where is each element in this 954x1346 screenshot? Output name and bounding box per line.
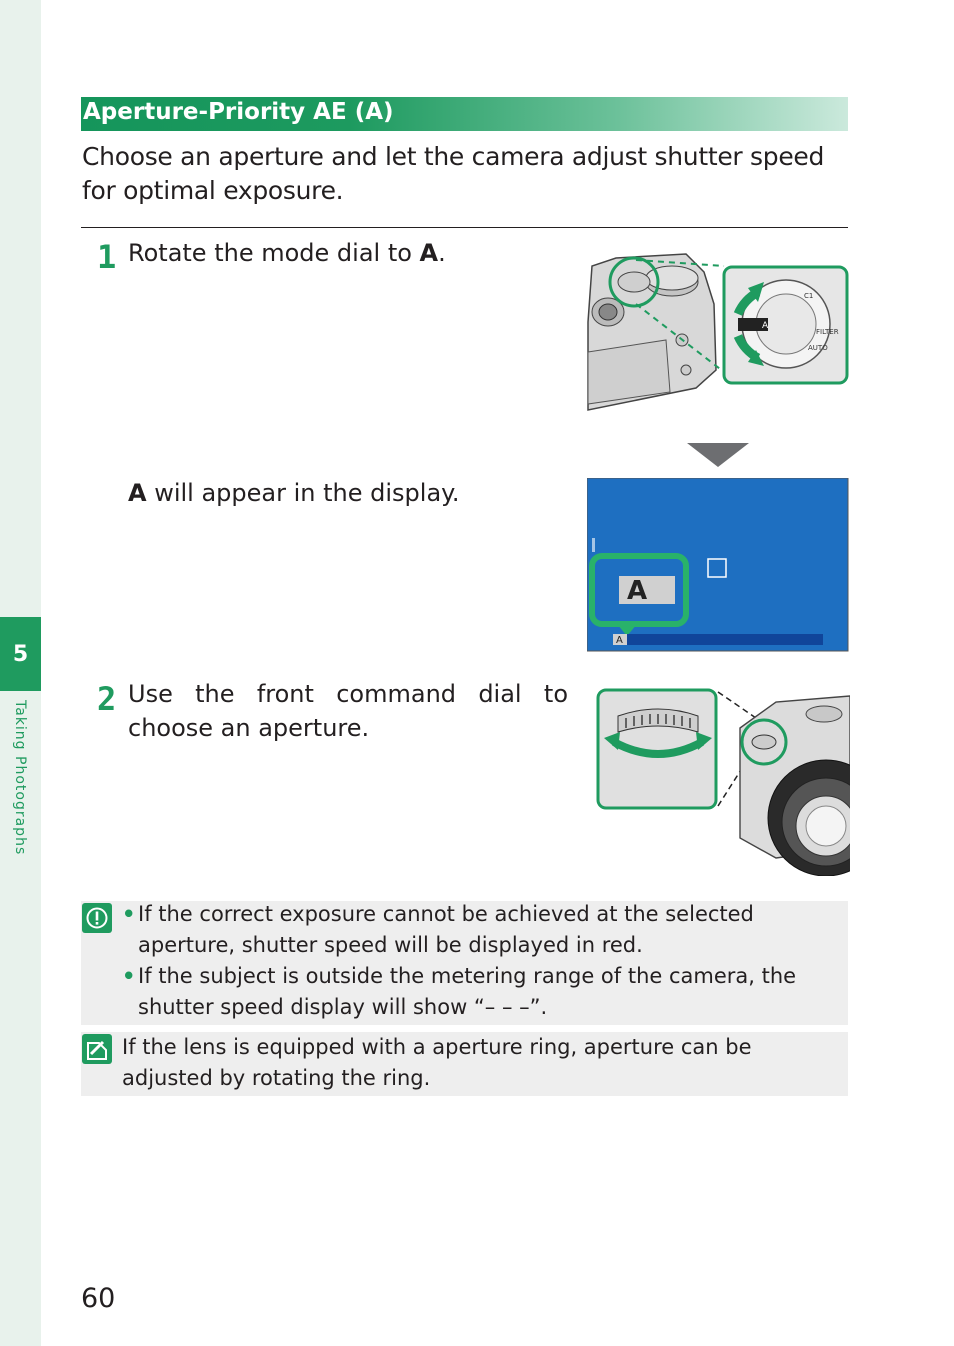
chapter-tab[interactable]: 5 (0, 617, 41, 691)
mode-dial-filter-label: FILTER (816, 328, 839, 336)
step-1-text-before: Rotate the mode dial to (128, 239, 420, 267)
tip-text: If the lens is equipped with a aperture … (122, 1035, 752, 1090)
caution-item-2: • If the subject is outside the metering… (122, 961, 848, 1023)
caution-box (81, 901, 848, 1025)
step-1-number: 1 (97, 238, 117, 276)
mode-dial-auto-label: AUTO (808, 344, 828, 352)
memo-glyph (87, 1040, 107, 1060)
camera-mode-dial-illustration: A AUTO FILTER C1 (587, 253, 849, 411)
chapter-number: 5 (12, 641, 29, 667)
display-mode-label: A (627, 576, 647, 606)
intro-paragraph: Choose an aperture and let the camera ad… (82, 142, 825, 205)
lcd-display-illustration: A A (587, 478, 849, 652)
caution-item-1: • If the correct exposure cannot be achi… (122, 899, 848, 961)
mode-dial-a-label: A (762, 321, 769, 331)
caution-item-1-text: If the correct exposure cannot be achiev… (138, 902, 754, 957)
step-1-text-after: . (438, 239, 446, 267)
section-header-bar (81, 97, 848, 131)
exclamation-glyph (86, 907, 108, 929)
down-triangle-icon (687, 443, 749, 467)
display-mode-label-small: A (616, 635, 623, 646)
section-title: Aperture-Priority AE (A) (83, 99, 394, 125)
divider (81, 227, 848, 228)
step-2-text: Use the front command dial to choose an … (128, 680, 568, 742)
display-note-text: will appear in the display. (146, 479, 460, 507)
chapter-name: Taking Photographs (12, 700, 28, 856)
caution-item-2-text: If the subject is outside the metering r… (138, 964, 797, 1019)
exclamation-icon (82, 903, 112, 933)
step-2-number: 2 (97, 680, 117, 718)
front-command-dial-illustration (596, 688, 850, 876)
display-note: A will appear in the display. (128, 476, 460, 510)
page-number: 60 (81, 1283, 116, 1314)
tip-box (81, 1032, 848, 1096)
memo-icon (82, 1034, 112, 1064)
mode-dial-c-label: C1 (804, 292, 813, 300)
step-1-text-bold: A (419, 239, 439, 267)
step-1-text: Rotate the mode dial to A. (128, 236, 446, 270)
display-note-bold: A (128, 479, 147, 507)
